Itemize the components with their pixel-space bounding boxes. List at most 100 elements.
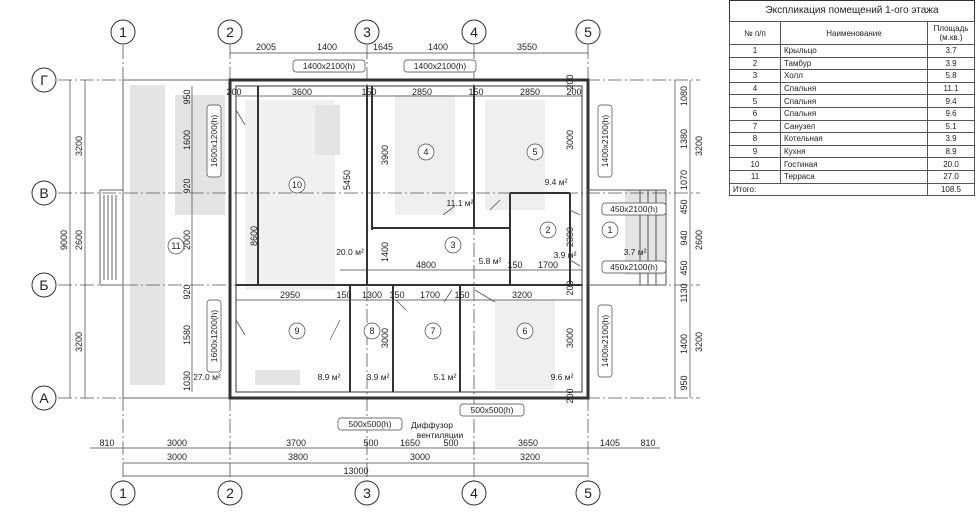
svg-text:1400x2100(h): 1400x2100(h): [600, 115, 610, 168]
svg-text:500: 500: [363, 438, 378, 448]
area-room-8: 3.9 м²: [367, 372, 390, 382]
svg-text:Г: Г: [40, 72, 48, 88]
svg-text:1400x2100(h): 1400x2100(h): [303, 61, 356, 71]
dimension-text: 2005 1400 1645 1400 3550 200 3600 150 28…: [59, 42, 704, 476]
svg-text:3000: 3000: [380, 328, 390, 348]
svg-text:1400x2100(h): 1400x2100(h): [414, 61, 467, 71]
row-area: 9.4: [927, 94, 975, 108]
svg-text:150: 150: [507, 260, 522, 270]
svg-text:3900: 3900: [380, 145, 390, 165]
room-3: 3: [444, 236, 462, 254]
area-extra-3: 3.9 м²: [554, 250, 577, 260]
svg-text:В: В: [39, 185, 48, 201]
svg-text:4800: 4800: [416, 260, 436, 270]
axis-bubble-2-top: 2: [217, 19, 243, 45]
svg-text:3000: 3000: [410, 452, 430, 462]
svg-text:2: 2: [226, 485, 234, 501]
axis-bubble-3-bottom: 3: [354, 480, 380, 506]
svg-text:13000: 13000: [343, 466, 368, 476]
svg-text:1700: 1700: [420, 290, 440, 300]
axis-bubble-4-bottom: 4: [461, 480, 487, 506]
diffuser-label-1: Диффузор: [411, 420, 453, 430]
svg-text:2850: 2850: [412, 87, 432, 97]
svg-text:1: 1: [607, 225, 612, 235]
svg-text:3200: 3200: [694, 332, 704, 352]
svg-text:5: 5: [584, 485, 592, 501]
svg-text:950: 950: [182, 89, 192, 104]
svg-text:11: 11: [171, 241, 180, 251]
area-room-6: 9.6 м²: [551, 372, 574, 382]
svg-text:1700: 1700: [538, 260, 558, 270]
axis-bubble-4-top: 4: [461, 19, 487, 45]
svg-text:5: 5: [532, 147, 537, 157]
row-name: Котельная: [780, 132, 928, 146]
svg-text:3000: 3000: [565, 328, 575, 348]
vent-tag-2: 500x500(h): [459, 403, 525, 417]
room-5: 5: [526, 143, 544, 161]
row-area: 3.7: [927, 44, 975, 58]
svg-text:3200: 3200: [74, 332, 84, 352]
row-name: Спальня: [780, 81, 928, 96]
row-num: 7: [729, 119, 781, 134]
row-num: 3: [729, 69, 781, 83]
row-num: 10: [729, 157, 781, 171]
svg-text:А: А: [39, 390, 49, 406]
row-num: 6: [729, 106, 781, 121]
svg-text:940: 940: [679, 230, 689, 245]
svg-text:9: 9: [294, 326, 299, 336]
svg-text:920: 920: [182, 178, 192, 193]
svg-text:1400x2100(h): 1400x2100(h): [600, 315, 610, 368]
room-numbers: 1 2 3 4 5 6 7 8 9 10 11: [167, 143, 619, 340]
row-name: Кухня: [780, 144, 928, 159]
svg-text:2300: 2300: [565, 227, 575, 247]
row-name: Спальня: [780, 106, 928, 121]
svg-text:150: 150: [389, 290, 404, 300]
room-8: 8: [363, 322, 381, 340]
svg-text:1400: 1400: [428, 42, 448, 52]
svg-text:4: 4: [470, 485, 478, 501]
svg-text:450: 450: [679, 199, 689, 214]
svg-text:1600x1200(h): 1600x1200(h): [209, 310, 219, 363]
legend-header-area: Площадь (м.кв.): [927, 21, 975, 45]
opening-tags: 1400x2100(h) 1400x2100(h) 1600x1200(h) 1…: [206, 59, 667, 440]
row-area: 27.0: [927, 169, 975, 184]
svg-text:1130: 1130: [679, 283, 689, 302]
floor-plan: 1 2 3 4 5 1 2 3 4 5 Г В Б А 1 2 3 4 5 6 …: [31, 19, 704, 506]
area-room-5: 9.4 м²: [545, 177, 568, 187]
svg-text:200: 200: [566, 87, 581, 97]
svg-text:1600: 1600: [182, 130, 192, 150]
area-room-10: 20.0 м²: [336, 247, 364, 257]
svg-text:500: 500: [443, 438, 458, 448]
axis-bubble-G: Г: [31, 67, 57, 93]
svg-text:2000: 2000: [182, 230, 192, 250]
row-num: 9: [729, 144, 781, 159]
axis-bubble-1-bottom: 1: [110, 480, 136, 506]
row-name: Крыльцо: [780, 44, 928, 58]
door-tag-1: 450x2100(h): [601, 202, 667, 216]
svg-text:3550: 3550: [517, 42, 537, 52]
legend-total-row: Итого: 108.5: [729, 182, 975, 197]
svg-text:9000: 9000: [59, 230, 69, 250]
svg-text:10: 10: [292, 180, 302, 190]
svg-text:810: 810: [99, 438, 114, 448]
total-value: 108.5: [927, 182, 975, 197]
svg-text:1405: 1405: [600, 438, 620, 448]
window-tag-left-bottom: 1600x1200(h): [206, 299, 222, 373]
svg-text:450: 450: [679, 260, 689, 275]
area-extra-1: 11.1 м²: [447, 198, 474, 208]
room-6: 6: [516, 322, 534, 340]
room-9: 9: [288, 322, 306, 340]
window-tag-right-top: 1400x2100(h): [597, 104, 613, 178]
svg-text:1600x1200(h): 1600x1200(h): [209, 115, 219, 168]
row-area: 3.9: [927, 132, 975, 146]
svg-text:2600: 2600: [74, 230, 84, 250]
room-2: 2: [539, 221, 557, 239]
